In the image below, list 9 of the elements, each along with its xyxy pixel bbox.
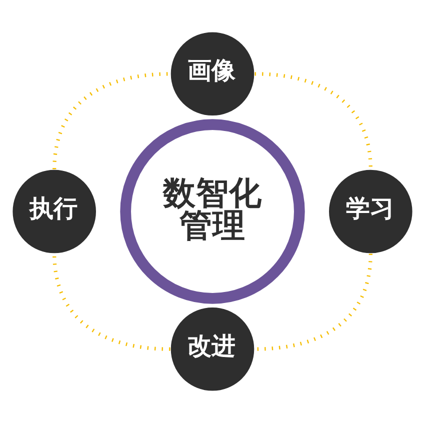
node-circle: 画像 bbox=[170, 32, 254, 116]
connector bbox=[254, 72, 372, 170]
connector bbox=[254, 254, 372, 351]
node-circle: 数智化管理 bbox=[120, 119, 305, 304]
node-circle: 改进 bbox=[170, 307, 254, 391]
connector bbox=[52, 254, 170, 351]
node-circle: 执行 bbox=[12, 170, 96, 254]
node-circle: 学习 bbox=[329, 170, 412, 254]
connector bbox=[52, 72, 170, 170]
